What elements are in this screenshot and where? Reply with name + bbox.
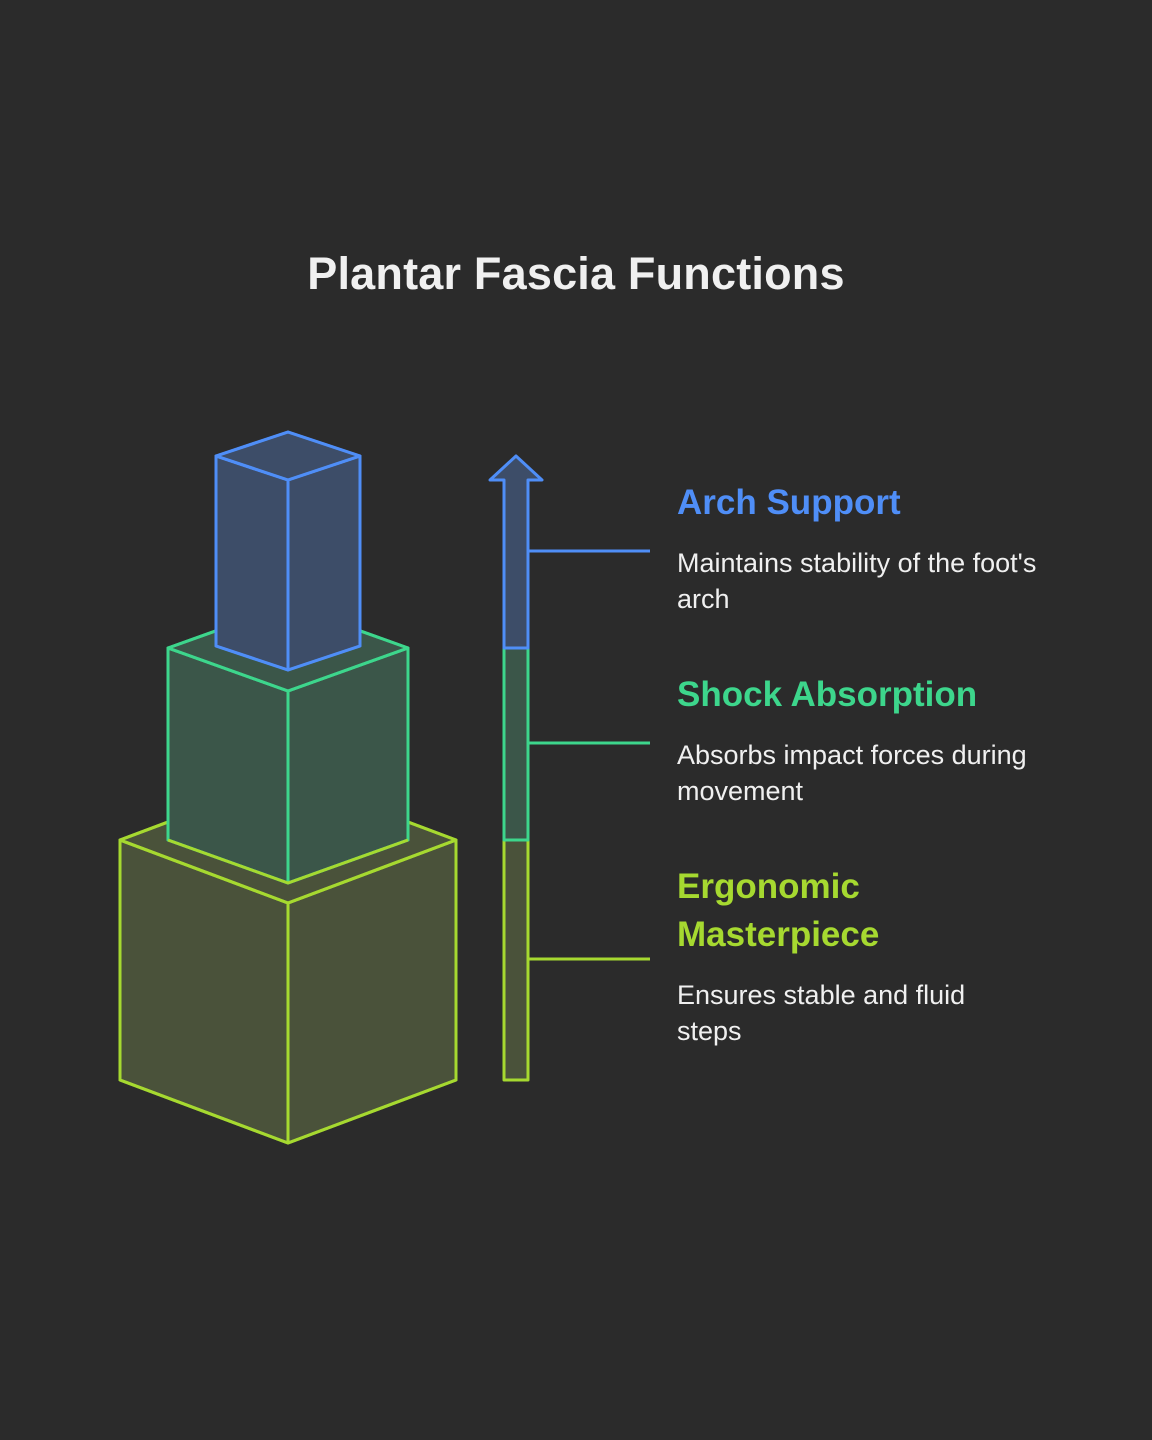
page-title: Plantar Fascia Functions [307, 248, 845, 299]
block-top-right-face [286, 454, 362, 672]
arrow-segment-shock [502, 646, 530, 842]
item-description: Maintains stability of the foot's arch [677, 548, 1037, 614]
item-description: Absorbs impact forces during movement [677, 740, 1027, 806]
item-arch-support: Arch Support Maintains stability of the … [677, 479, 1037, 617]
progress-arrow [488, 454, 544, 1082]
up-arrow-icon [488, 454, 544, 650]
block-shock-absorption [166, 603, 410, 885]
item-ergonomic-masterpiece: Ergonomic Masterpiece Ensures stable and… [677, 863, 1037, 1049]
block-arch-support [214, 430, 362, 672]
arrow-segment-ergonomic [502, 838, 530, 1082]
item-heading: Arch Support [677, 483, 901, 522]
item-description: Ensures stable and fluid steps [677, 980, 966, 1046]
item-shock-absorption: Shock Absorption Absorbs impact forces d… [677, 671, 1037, 809]
item-heading: Shock Absorption [677, 675, 978, 714]
block-bottom-rim [167, 838, 409, 885]
block-top-left-face [214, 454, 290, 672]
item-heading: Ergonomic Masterpiece [677, 867, 880, 954]
